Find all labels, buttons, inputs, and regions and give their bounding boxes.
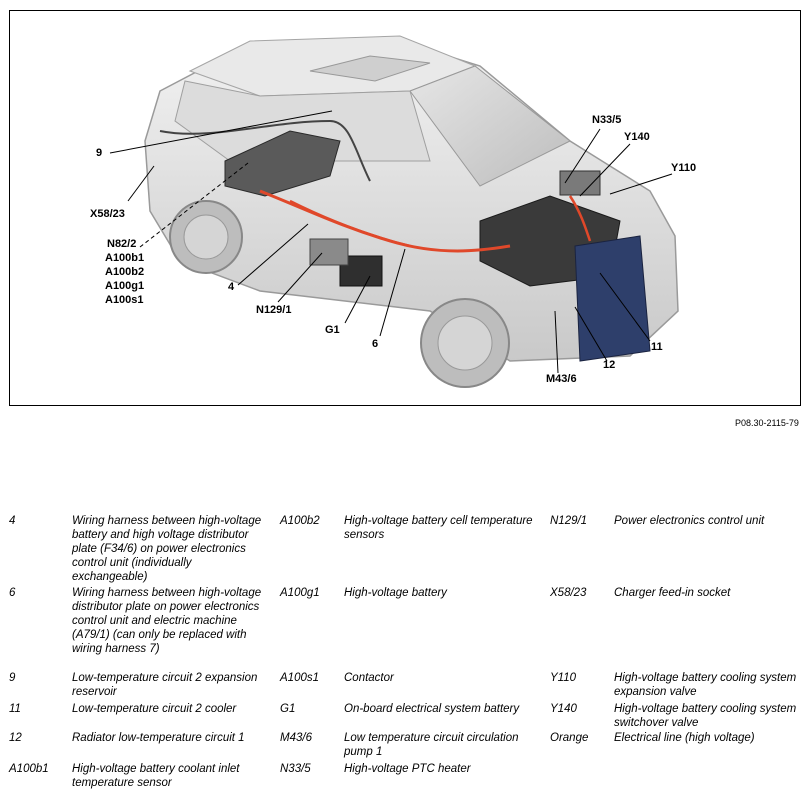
callout-n33-5: N33/5: [592, 114, 622, 126]
legend-code: 12: [9, 732, 22, 744]
callout-a100g1: A100g1: [105, 280, 145, 292]
callout-12: 12: [603, 359, 616, 371]
legend-code: A100b2: [280, 515, 320, 527]
high-voltage-line: [289, 199, 411, 248]
legend-code: 9: [9, 672, 16, 684]
high-voltage-line: [568, 195, 592, 242]
legend-description: High-voltage battery cooling system expa…: [614, 672, 797, 698]
legend-code: A100s1: [280, 672, 320, 684]
legend-description: Wiring harness between high-voltage batt…: [72, 515, 262, 583]
callout-n82-2: N82/2: [107, 238, 137, 250]
legend-description: High-voltage battery cell temperature se…: [344, 515, 533, 541]
legend-code: N129/1: [550, 515, 588, 527]
low-temperature-coolers: [574, 235, 651, 362]
high-voltage-battery: [224, 130, 341, 197]
legend-code: G1: [280, 703, 296, 715]
leader-lines: [109, 110, 673, 374]
front-wheel: [420, 298, 510, 388]
callout-m43-6: M43/6: [546, 373, 577, 385]
coolant-line: [159, 119, 371, 182]
windshield: [409, 65, 571, 187]
legend-code: Y140: [550, 703, 577, 715]
component-location-figure: 9 X58/23 N82/2 A100b1 A100b2 A100g1 A100…: [9, 10, 801, 406]
legend-code: M43/6: [280, 732, 312, 744]
side-windows: [174, 80, 431, 162]
ptc-heater-n33-5: [559, 170, 601, 196]
sunroof: [309, 55, 431, 82]
legend-description: High-voltage battery: [344, 587, 447, 599]
legend-description: Low-temperature circuit 2 cooler: [72, 703, 237, 715]
legend-code: Orange: [550, 732, 589, 744]
legend-description: Electrical line (high voltage): [614, 732, 755, 744]
callout-6: 6: [372, 338, 379, 350]
legend-description: Low temperature circuit circulation pump…: [344, 732, 519, 758]
callout-4: 4: [228, 281, 235, 293]
callout-y110: Y110: [671, 162, 697, 174]
legend-description: Radiator low-temperature circuit 1: [72, 732, 245, 744]
callout-n129-1: N129/1: [256, 304, 292, 316]
legend-description: Low-temperature circuit 2 expansion rese…: [72, 672, 258, 698]
callout-x58-23: X58/23: [90, 208, 125, 220]
legend-description: Contactor: [344, 672, 394, 684]
callout-9: 9: [96, 147, 103, 159]
legend-code: 11: [9, 703, 21, 715]
legend-description: High-voltage battery cooling system swit…: [614, 703, 797, 729]
rear-wheel: [169, 200, 243, 274]
callout-a100b1: A100b1: [105, 252, 145, 264]
callout-g1: G1: [325, 324, 340, 336]
vehicle-cutaway-illustration: [109, 35, 679, 388]
callout-a100b2: A100b2: [105, 266, 145, 278]
legend-code: Y110: [550, 672, 577, 684]
legend-code: A100g1: [280, 587, 320, 599]
legend-description: Charger feed-in socket: [614, 587, 731, 599]
legend-code: N33/5: [280, 763, 311, 775]
legend-description: High-voltage PTC heater: [344, 763, 471, 775]
power-electronics-n129-1: [309, 238, 349, 266]
callout-11: 11: [651, 341, 663, 353]
legend-code: 6: [9, 587, 16, 599]
legend-code: X58/23: [550, 587, 587, 599]
legend-description: Power electronics control unit: [614, 515, 765, 527]
legend-description: On-board electrical system battery: [344, 703, 520, 715]
callout-y140: Y140: [624, 131, 650, 143]
legend-code: A100b1: [9, 763, 49, 775]
callout-a100s1: A100s1: [105, 294, 144, 306]
legend-description: High-voltage battery coolant inlet tempe…: [72, 763, 240, 789]
legend-code: 4: [9, 515, 16, 527]
legend-description: Wiring harness between high-voltage dist…: [72, 587, 262, 655]
figure-reference-code: P08.30-2115-79: [735, 418, 799, 428]
